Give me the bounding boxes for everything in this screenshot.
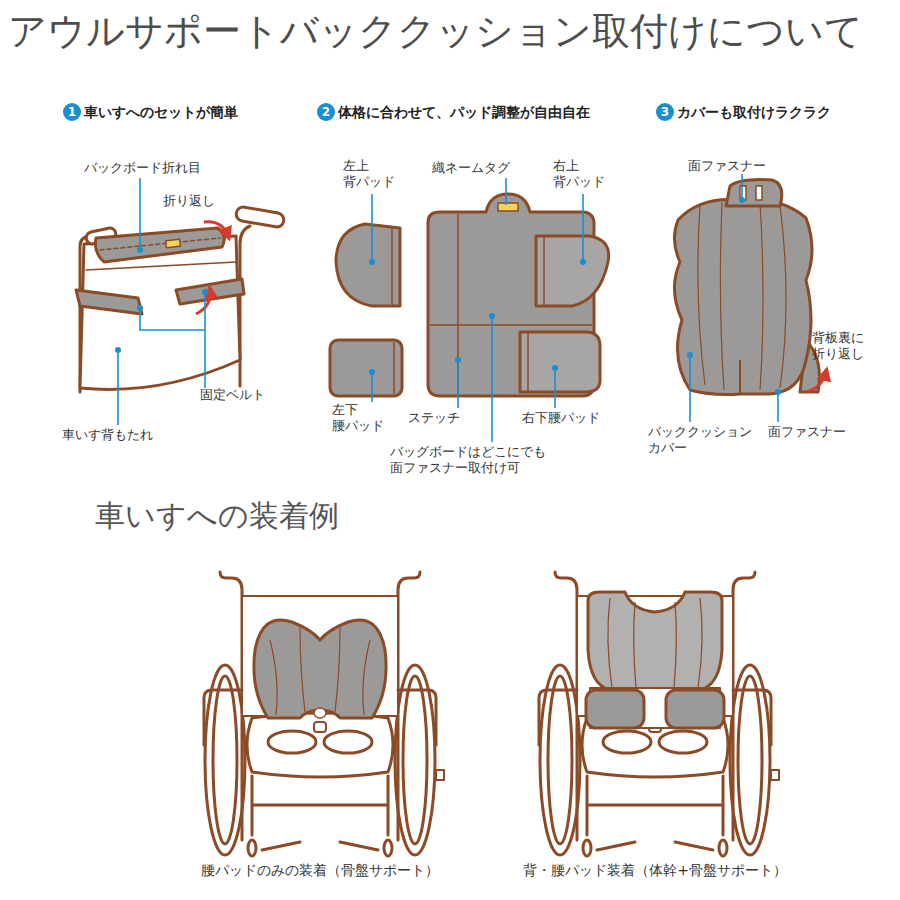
part-label: 右下腰パッド: [522, 410, 600, 426]
section-heading: 体格に合わせて、パッド調整が自由自在: [338, 104, 590, 122]
part-label: 面ファスナー: [688, 158, 766, 174]
callout-text: 2: [322, 106, 330, 118]
section-heading: カバーも取付けラクラク: [677, 104, 831, 122]
part-label: 右上 背パッド: [553, 158, 605, 191]
callout-number: 3: [656, 103, 674, 121]
example-caption: 背・腰パッド装着（体幹+骨盤サポート）: [523, 862, 787, 880]
part-label: 面ファスナー: [768, 424, 846, 440]
page-title: アウルサポートバッククッション取付けについて: [8, 8, 863, 56]
example-caption: 腰パッドのみの装着（骨盤サポート）: [201, 862, 439, 880]
callout-number: 1: [63, 103, 81, 121]
callout-number: 2: [317, 103, 335, 121]
part-label: 左上 背パッド: [343, 158, 395, 191]
part-label: 織ネームタグ: [432, 160, 510, 176]
note-label: バッグボードはどこにでも 面ファスナー取付け可: [390, 444, 546, 477]
part-label: バックボード折れ目: [84, 160, 201, 176]
part-label: バッククッション カバー: [648, 424, 752, 457]
callout-text: 3: [661, 106, 669, 118]
part-label: 背板裏に 折り返し: [812, 330, 864, 363]
part-label: 左下 腰パッド: [332, 402, 384, 435]
section-heading: 車いすへのセットが簡単: [84, 104, 238, 122]
part-label: 固定ベルト: [200, 387, 265, 403]
callout-text: 1: [68, 106, 76, 118]
part-label: 折り返し: [163, 193, 215, 209]
sub-heading: 車いすへの装着例: [95, 497, 339, 535]
part-label: 車いす背もたれ: [62, 427, 153, 443]
part-label: ステッチ: [408, 410, 460, 426]
